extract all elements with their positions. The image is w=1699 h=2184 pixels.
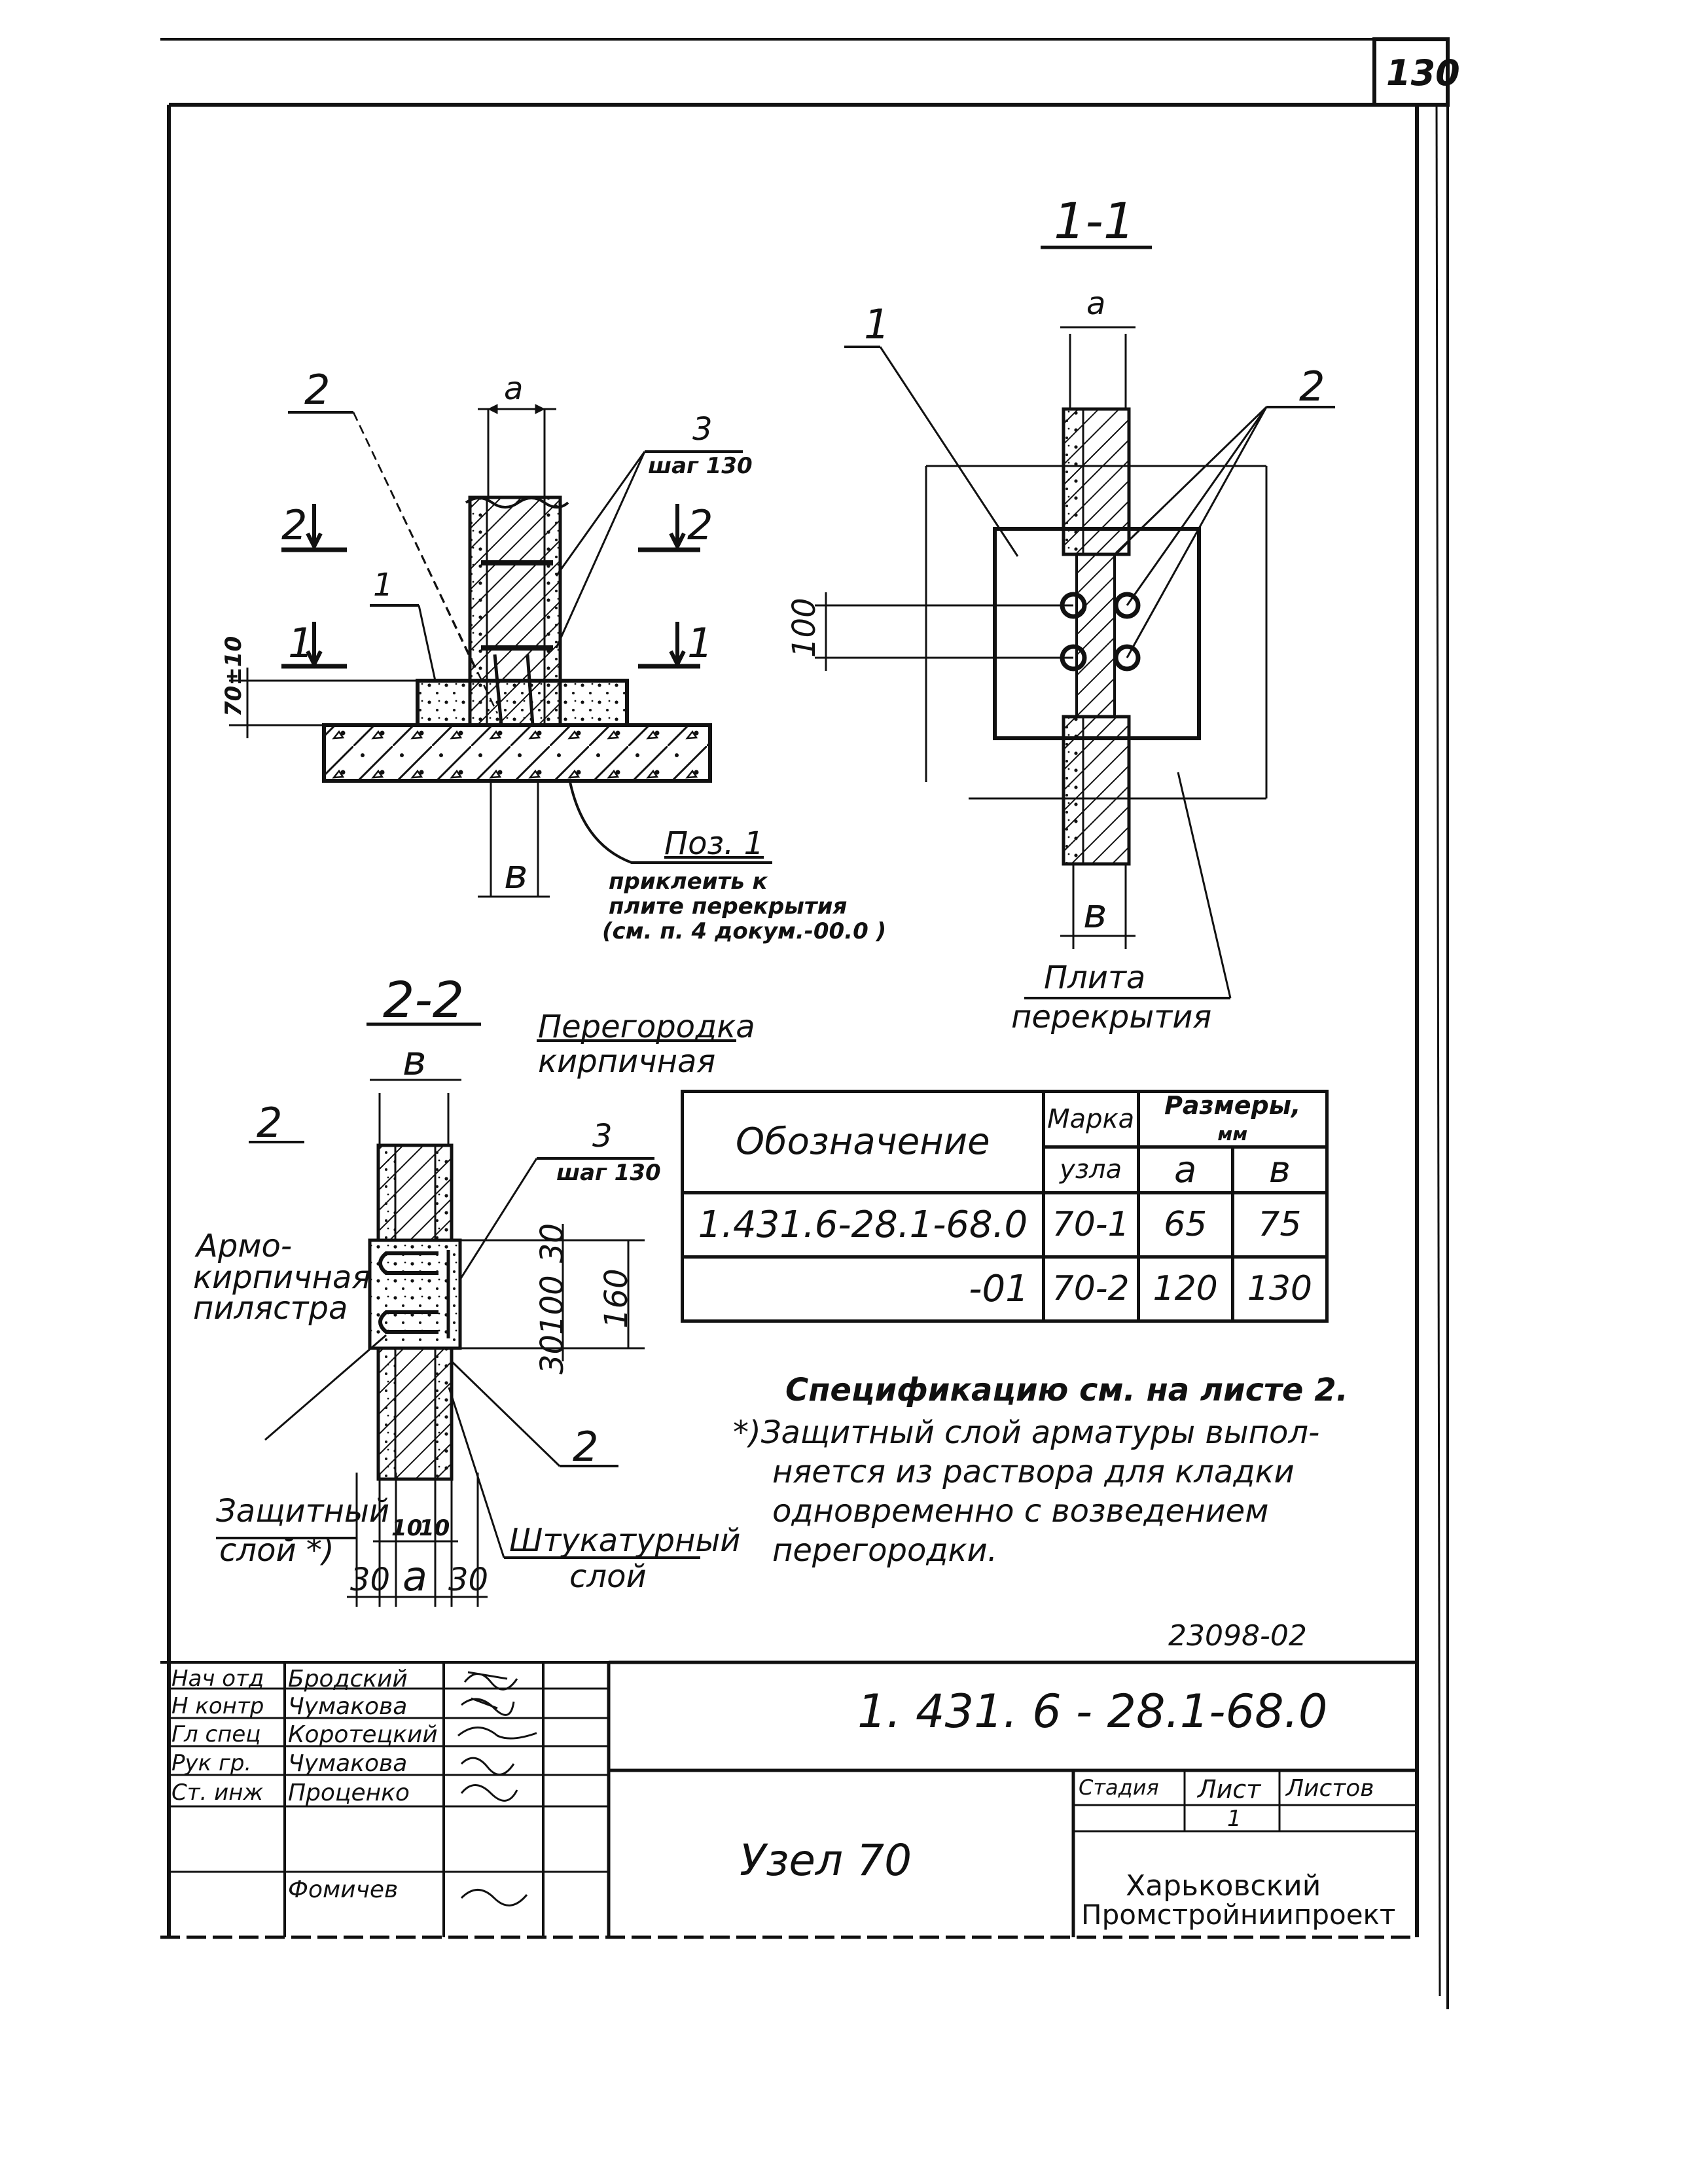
note-line-1: *)Защитный слой арматуры выпол- [733,1414,1320,1451]
section-2-2-title: 2-2 [383,971,465,1029]
role-4: Ст. инж [171,1780,264,1806]
role-2: Гл спец [171,1721,261,1747]
row-1-designation: 1.431.6-28.1-68.0 [681,1190,1045,1259]
cut-1-left: 1 [288,619,314,667]
protective-label-2: слой *) [219,1532,334,1569]
elevation-dim-70: 70±10 [221,636,247,717]
cut-2-right: 2 [687,501,713,549]
pilaster-label-1: Армо- [196,1228,293,1264]
sheet-frame [160,37,1450,2009]
row-1-mark: 70-1 [1041,1190,1140,1259]
note-line-3: одновременно с возведением [772,1493,1269,1530]
elevation-view [229,404,772,898]
col-designation: Обозначение [681,1090,1045,1194]
organization-line-2: Промстройниипроект [1081,1899,1396,1931]
col-mark-1: Марка [1041,1090,1140,1149]
elevation-leader-2: 2 [304,366,331,414]
sheets-header: Листов [1286,1775,1374,1802]
pos-1-title: Поз. 1 [664,825,764,862]
section-1-1-dim-100: 100 [786,598,823,658]
section-2-2-leader-2-top: 2 [257,1099,283,1147]
name-2: Коротецкий [288,1721,438,1748]
col-b: в [1230,1145,1329,1194]
pilaster-label-3: пилястра [193,1290,348,1327]
dim-10-a: 10 [391,1515,423,1541]
name-1: Чумакова [288,1693,408,1720]
pos-1-line-3: (см. п. 4 докум.-00.0 ) [602,918,887,944]
name-0: Бродский [288,1666,408,1692]
row-1-a: 65 [1136,1190,1234,1259]
title-block-lines [160,1660,1417,1937]
row-2-b: 130 [1230,1255,1329,1323]
plaster-label-2: слой [569,1558,647,1595]
pilaster-label-2: кирпичная [193,1259,371,1296]
pos-1-line-2: плите перекрытия [609,893,848,920]
section-1-1-leader-1: 1 [864,300,890,348]
cut-2-left: 2 [281,501,308,549]
row-1-b: 75 [1230,1190,1329,1259]
section-2-2-dim-b: в [402,1037,427,1084]
dim-30-bottom: 30 [534,1334,571,1374]
plate-label-2: перекрытия [1011,999,1212,1035]
dim-30-right: 30 [448,1562,489,1598]
col-a: a [1136,1145,1234,1194]
row-2-mark: 70-2 [1041,1255,1140,1323]
role-0: Нач отд [171,1666,264,1692]
section-1-1-leader-2: 2 [1299,363,1325,410]
dim-30-left: 30 [350,1562,391,1598]
elevation-step: шаг 130 [648,453,753,479]
section-1-1-dim-a: a [1086,285,1106,322]
elevation-dim-a: a [504,370,524,407]
plate-label-1: Плита [1044,959,1146,996]
note-spec-reference: Спецификацию см. на листе 2. [785,1372,1348,1408]
table-row: 1.431.6-28.1-68.0 70-1 65 75 [681,1190,1329,1259]
sheet-number: 130 [1386,52,1460,94]
role-1: Н контр [171,1693,264,1719]
partition-label-2: кирпичная [538,1043,716,1080]
archive-number: 23098-02 [1168,1619,1307,1653]
dim-160: 160 [598,1268,635,1329]
dim-a-bottom: a [402,1552,427,1600]
sheet-value: 1 [1227,1806,1242,1832]
pos-1-line-1: приклеить к [609,868,768,895]
section-2-2-leader-2-bottom: 2 [573,1423,599,1471]
elevation-leader-1: 1 [373,567,393,603]
section-1-1-view [815,245,1335,999]
col-mark-2: узла [1041,1145,1140,1194]
row-2-a: 120 [1136,1255,1234,1323]
document-code: 1. 431. 6 - 28.1-68.0 [857,1685,1328,1738]
section-2-2-step: шаг 130 [556,1160,661,1186]
role-3: Рук гр. [171,1750,252,1776]
section-2-2-leader-3: 3 [592,1118,613,1155]
dim-100: 100 [534,1275,571,1335]
drawing-title: Узел 70 [740,1835,912,1886]
table-row: -01 70-2 120 130 [681,1255,1329,1323]
sheet-header: Лист [1198,1775,1261,1804]
elevation-dim-b: в [504,850,528,898]
row-2-designation: -01 [681,1255,1045,1323]
note-line-4: перегородки. [772,1532,997,1569]
stage-header: Стадия [1079,1775,1159,1800]
dim-30-top: 30 [534,1223,571,1263]
node-spec-table: Обозначение Марка Размеры, мм узла a в 1… [681,1090,1329,1323]
plaster-label-1: Штукатурный [509,1522,741,1559]
cut-1-right: 1 [687,619,713,667]
dim-10-b: 10 [419,1515,450,1541]
elevation-leader-3: 3 [692,411,713,448]
name-3: Чумакова [288,1750,408,1777]
note-line-2: няется из раствора для кладки [772,1454,1295,1490]
name-4: Проценко [288,1780,410,1806]
section-1-1-dim-b: в [1083,889,1107,937]
name-5: Фомичев [288,1876,399,1903]
partition-label-1: Перегородка [538,1009,755,1045]
section-1-1-title: 1-1 [1054,192,1136,250]
col-sizes-2: мм [1217,1122,1248,1145]
organization-line-1: Харьковский [1126,1869,1321,1903]
section-2-2-view [216,1022,736,1607]
protective-label-1: Защитный [216,1493,390,1530]
col-sizes-1: Размеры, [1164,1091,1301,1120]
col-sizes: Размеры, мм [1136,1090,1329,1149]
